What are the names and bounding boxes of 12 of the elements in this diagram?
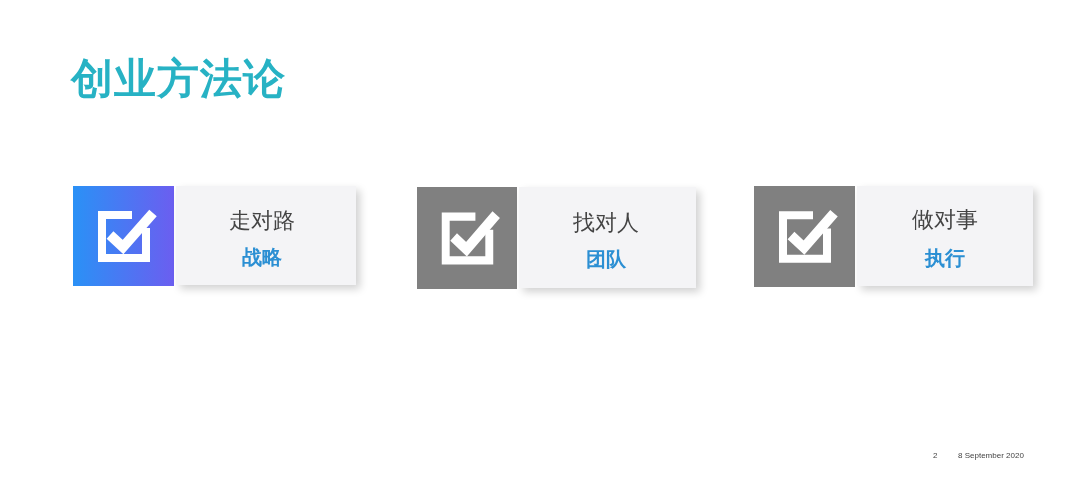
card-subheading: 执行 bbox=[923, 247, 966, 269]
card-subheading: 战略 bbox=[241, 246, 283, 268]
card-heading: 做对事 bbox=[911, 208, 979, 233]
text-card bbox=[519, 187, 696, 288]
text-card bbox=[857, 186, 1033, 286]
text-card bbox=[176, 186, 356, 285]
page-number: 2 bbox=[933, 451, 938, 461]
slide-title: 创业方法论 bbox=[71, 54, 286, 105]
card-heading: 走对路 bbox=[228, 209, 296, 234]
card-heading: 找对人 bbox=[571, 211, 640, 236]
date-text: 8 September 2020 bbox=[958, 451, 1024, 461]
card-subheading: 团队 bbox=[584, 248, 627, 270]
